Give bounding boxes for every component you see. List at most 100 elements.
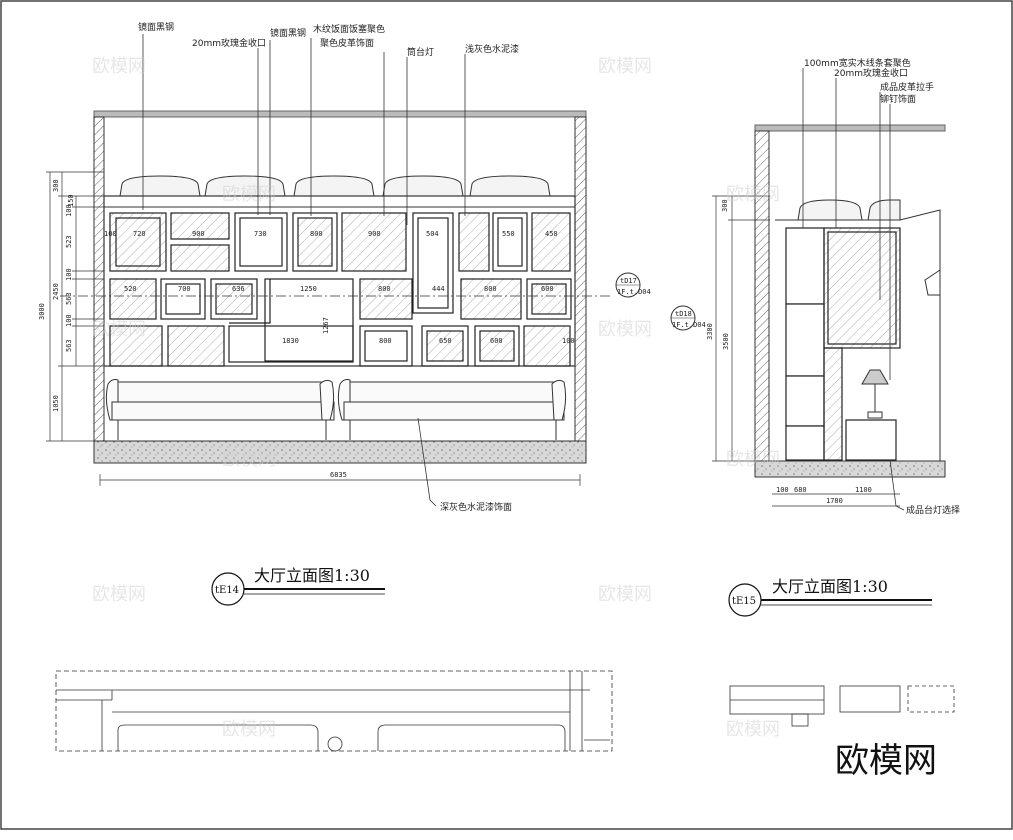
dim-chain-left — [46, 171, 104, 442]
dim-overall-height: 3000 — [38, 303, 46, 320]
panel-row-1 — [109, 212, 571, 314]
dim-100b: 100 — [65, 268, 73, 281]
panel-dim: 800 — [484, 285, 497, 293]
panel-dim: 1830 — [282, 337, 299, 345]
title-right: 大厅立面图1:30 — [772, 577, 888, 596]
panel-dim: 1267 — [322, 317, 330, 334]
watermark-text: 欧模网 — [92, 319, 146, 340]
callout-mirror-steel-1: 镜面黑钢 — [138, 21, 174, 33]
panel-dim: 600 — [490, 337, 503, 345]
dim-h3500: 3500 — [722, 333, 730, 350]
callout-floor-cement: 深灰色水泥漆饰面 — [440, 501, 512, 513]
callout-wood-panel-1: 木纹饭面饭塞聚色 — [313, 23, 385, 35]
dim-overall-width: 6835 — [330, 471, 347, 479]
title-left: 大厅立面图1:30 — [254, 566, 370, 585]
panel-dim: 900 — [368, 230, 381, 238]
ceiling-domes-right — [797, 199, 901, 221]
callout-leaders-right — [802, 68, 905, 511]
section-ref-code-2: tD18 — [675, 310, 692, 318]
panel-dim: 800 — [310, 230, 323, 238]
watermark-text: 欧模网 — [222, 449, 276, 470]
callout-wood-panel-2: 聚色皮革饰面 — [320, 37, 374, 49]
panel-dim: 650 — [439, 337, 452, 345]
dim-h300: 300 — [721, 199, 729, 212]
callout-gold-trim-right: 20mm玫瑰金收口 — [834, 67, 908, 79]
section-ref-sheet-1: 1F.t.D04 — [617, 288, 651, 296]
watermark-text: 欧模网 — [222, 719, 276, 740]
callout-leather-handle: 成品皮革拉手 — [880, 81, 934, 93]
section-ref-code-1: tD17 — [620, 277, 637, 285]
watermark-text: 欧模网 — [726, 449, 780, 470]
title-tag-right: tE15 — [732, 596, 756, 607]
right-wall — [574, 116, 587, 442]
dim-chain-right — [712, 195, 900, 507]
plan-strip-left — [55, 670, 613, 752]
elevation-left — [46, 34, 696, 606]
wall-right-section — [754, 130, 770, 462]
floor-right — [754, 460, 946, 478]
title-tag-left: tE14 — [215, 585, 239, 596]
watermark-text: 欧模网 — [222, 184, 276, 205]
watermark-text: 欧模网 — [92, 584, 146, 605]
callout-wood-paint: 100mm宽实木线条套聚色 — [804, 57, 911, 69]
dim-upper-height: 2450 — [52, 283, 60, 300]
dim-lower: 1050 — [52, 395, 60, 412]
dim-100a: 100 — [65, 204, 73, 217]
dim-563: 563 — [65, 292, 73, 305]
callout-spot-light: 筒台灯 — [407, 46, 434, 58]
dim-h3300: 3300 — [706, 323, 714, 340]
panel-dim: 636 — [232, 285, 245, 293]
panel-row-2 — [109, 278, 572, 362]
sofa-left — [105, 379, 335, 440]
edge-dim: 100 — [562, 337, 575, 345]
panel-dim: 550 — [502, 230, 515, 238]
sofa-right — [337, 379, 567, 440]
callout-leaders-left — [142, 34, 466, 507]
watermark-text: 欧模网 — [92, 56, 146, 77]
feature-wall — [103, 195, 576, 367]
panel-dim: 444 — [432, 285, 445, 293]
dim-width-left — [99, 474, 581, 486]
watermark-text: 欧模网 — [726, 184, 780, 205]
watermark-text: 欧模网 — [726, 719, 780, 740]
dim-300: 300 — [52, 179, 60, 192]
watermark-text: 欧模网 — [598, 319, 652, 340]
watermark-layer: 欧模网 欧模网 欧模网 欧模网 欧模网 欧模网 欧模网 欧模网 欧模网 欧模网 … — [92, 56, 780, 740]
panel-dim: 1250 — [300, 285, 317, 293]
ceiling-slab — [93, 110, 587, 118]
panel-dim: 800 — [378, 285, 391, 293]
table-lamp — [861, 369, 889, 419]
panel-dim: 520 — [124, 285, 137, 293]
panel-dim: 900 — [192, 230, 205, 238]
watermark-text: 欧模网 — [598, 584, 652, 605]
dim-150: 150 — [67, 194, 75, 207]
dim-w1780: 1780 — [826, 497, 843, 505]
plan-strip-right — [729, 685, 955, 727]
panel-row-3 — [109, 325, 571, 367]
dim-100c: 100 — [65, 314, 73, 327]
panel-dim: 720 — [133, 230, 146, 238]
elevation-right — [712, 68, 946, 617]
panel-dim: 504 — [426, 230, 439, 238]
dim-563b: 563 — [65, 339, 73, 352]
dim-w100: 100 — [776, 486, 789, 494]
callout-gold-trim: 20mm玫瑰金收口 — [192, 37, 266, 49]
panel-dim: 730 — [254, 230, 267, 238]
cabinet-stack — [785, 227, 901, 461]
dim-w1100: 1100 — [855, 486, 872, 494]
callout-mirror-steel-2: 镜面黑钢 — [270, 27, 306, 39]
panel-dim: 700 — [178, 285, 191, 293]
brand-logo: 欧模网 — [835, 741, 937, 781]
ceiling-slab-right — [754, 124, 946, 132]
edge-dim: 100 — [104, 230, 117, 238]
callout-rivet: 铆钉饰面 — [880, 93, 916, 105]
section-ref-sheet-2: 1F.t.D04 — [672, 321, 706, 329]
panel-dim: 600 — [541, 285, 554, 293]
dim-w680: 680 — [794, 486, 807, 494]
panel-dim: 450 — [545, 230, 558, 238]
callout-lamp: 成品台灯选择 — [906, 504, 960, 516]
callout-cement-paint: 浅灰色水泥漆 — [465, 43, 519, 55]
